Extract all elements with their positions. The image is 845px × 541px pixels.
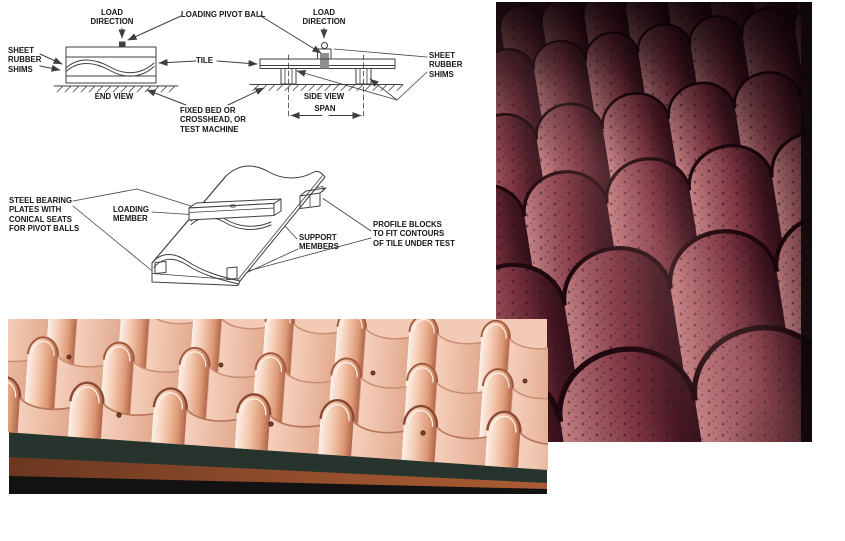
label-load-direction-left: LOAD DIRECTION [90,8,134,27]
pivot-seat-mark [229,204,236,208]
label-loading-member: LOADING MEMBER [113,205,149,224]
label-steel-bearing-plates: STEEL BEARING PLATES WITH CONICAL SEATS … [9,196,80,234]
label-fixed-bed: FIXED BED OR CROSSHEAD, OR TEST MACHINE [180,106,246,134]
label-loading-pivot-ball: LOADING PIVOT BALL [181,10,266,19]
label-end-view: END VIEW [94,92,134,101]
perspective-view-drawing [72,165,372,286]
copper-metal-tile-roof-photo [8,319,548,494]
fastener-screws [66,354,528,436]
label-profile-blocks: PROFILE BLOCKS TO FIT CONTOURS OF TILE U… [373,220,455,248]
label-tile: TILE [196,56,213,65]
pivot-ball-side-view [321,42,328,49]
label-sheet-rubber-shims-right: SHEET RUBBER SHIMS [429,51,463,79]
rubber-shim-shaded [320,53,329,69]
label-span: SPAN [314,104,336,113]
red-clay-tile-roof-photo [496,2,812,442]
label-sheet-rubber-shims-left: SHEET RUBBER SHIMS [8,46,42,74]
label-load-direction-right: LOAD DIRECTION [302,8,346,27]
end-view-drawing [39,15,265,106]
label-support-members: SUPPORT MEMBERS [299,233,339,252]
tile-test-apparatus-diagram [39,15,428,286]
side-view-drawing [249,15,428,120]
pivot-ball-end-view [119,41,126,47]
label-side-view: SIDE VIEW [303,92,345,101]
